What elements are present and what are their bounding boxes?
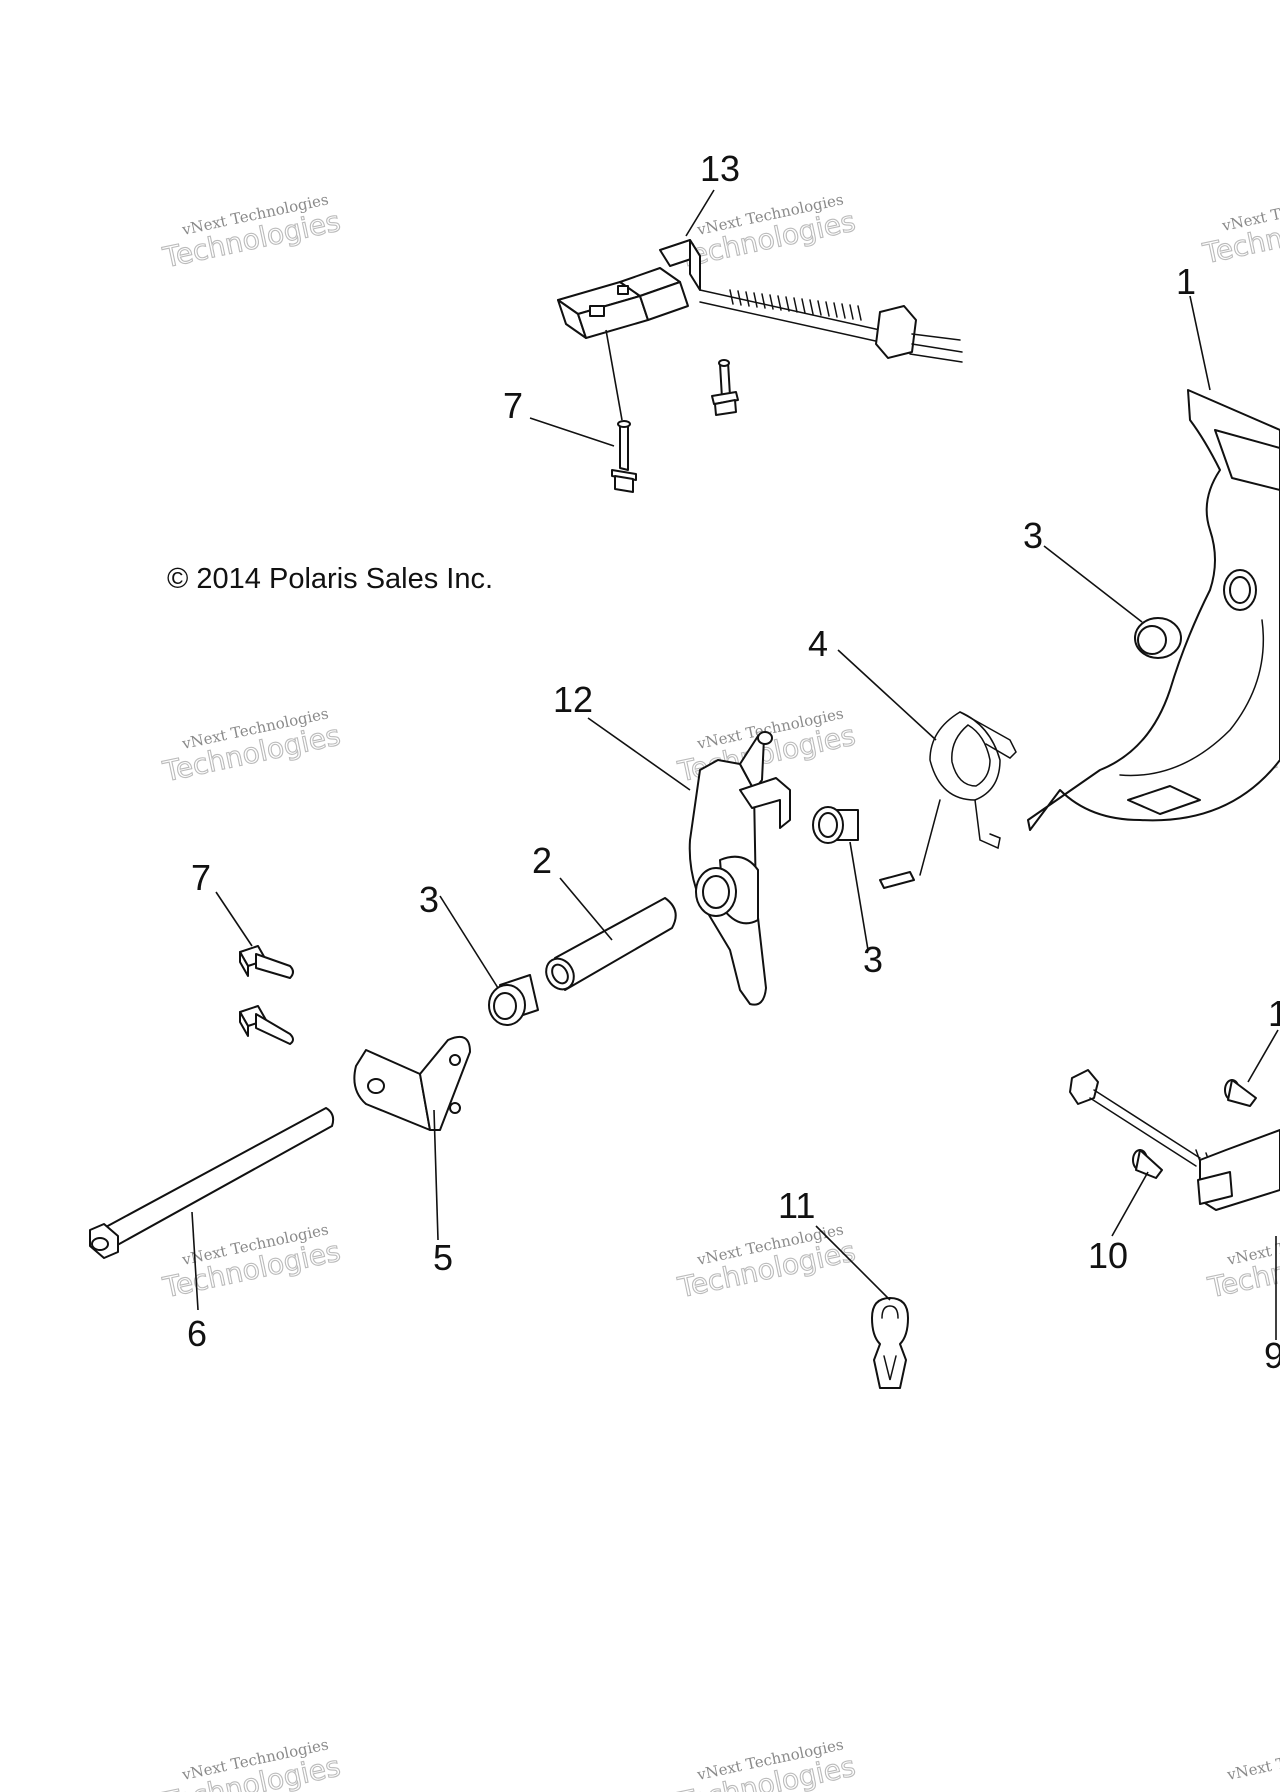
- part-12-lever: [688, 731, 791, 1006]
- callout-4[interactable]: 4: [808, 623, 828, 664]
- part-11-clip: [871, 1297, 909, 1389]
- callout-3[interactable]: 3: [419, 879, 439, 920]
- callouts: 13 1 7 3 4 12 2 7 3 3 5 6 11 10 9 1: [187, 148, 1280, 1376]
- callout-7[interactable]: 7: [503, 385, 523, 426]
- callout-3[interactable]: 3: [1023, 515, 1043, 556]
- callout-3[interactable]: 3: [863, 939, 883, 980]
- bolt-7-upper-a: [611, 420, 637, 493]
- part-2-pivot-tube: [545, 897, 677, 991]
- callout-7[interactable]: 7: [191, 857, 211, 898]
- part-1-brake-pedal: [1027, 389, 1280, 831]
- part-10-pin-upper: [1224, 1079, 1257, 1107]
- callout-5[interactable]: 5: [433, 1237, 453, 1278]
- part-4-return-spring: [879, 711, 1017, 889]
- part-6-long-bolt: [89, 1107, 335, 1259]
- bolt-7-upper-b: [711, 359, 739, 416]
- callout-10-partial[interactable]: 1: [1268, 993, 1280, 1034]
- copyright-notice: © 2014 Polaris Sales Inc.: [167, 563, 494, 595]
- part-13-switch-assembly: [557, 239, 963, 363]
- watermark-group: vNext Technologies Technologies vNext Te…: [159, 186, 1280, 1792]
- part-10-pin-lower: [1132, 1149, 1163, 1179]
- part-3-bushing-upper: [1134, 617, 1182, 659]
- part-3-bushing-lower: [488, 974, 539, 1026]
- callout-13[interactable]: 13: [700, 148, 740, 189]
- part-9-cable-assembly: [1069, 1069, 1280, 1211]
- part-7-bolt-left-b: [239, 1005, 294, 1045]
- callout-2[interactable]: 2: [532, 840, 552, 881]
- watermark-text: vNext Technologies: [1225, 1735, 1280, 1784]
- spring-coil: [699, 289, 881, 343]
- part-7-bolt-left-a: [239, 945, 294, 979]
- callout-6[interactable]: 6: [187, 1313, 207, 1354]
- callout-1[interactable]: 1: [1176, 261, 1196, 302]
- callout-9[interactable]: 9: [1264, 1335, 1280, 1376]
- callout-11[interactable]: 11: [778, 1185, 815, 1226]
- part-5-mount-bracket: [353, 1036, 471, 1131]
- part-3-bushing-middle: [812, 806, 859, 844]
- leader-lines: [191, 189, 1279, 1340]
- callout-12[interactable]: 12: [553, 679, 593, 720]
- callout-10[interactable]: 10: [1088, 1235, 1128, 1276]
